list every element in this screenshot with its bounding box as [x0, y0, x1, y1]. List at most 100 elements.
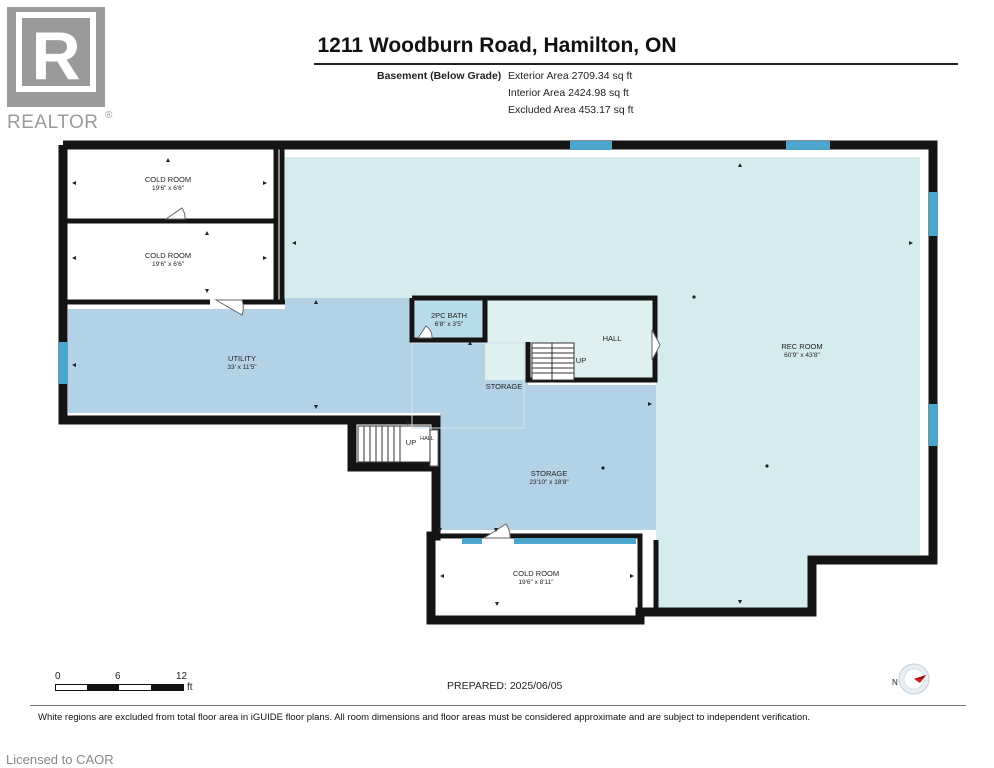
cold-room-2-label: COLD ROOM 19'6" x 6'6" — [128, 251, 208, 268]
room-name: HALL — [602, 334, 622, 343]
hall-small-label: HALL — [420, 436, 434, 442]
rec-room-area — [285, 157, 920, 608]
door-swing — [164, 207, 186, 220]
rec-room-label: REC ROOM 60'9" x 43'8" — [762, 342, 842, 359]
window — [462, 538, 482, 544]
storage-small-outline — [411, 342, 525, 429]
room-name: COLD ROOM — [144, 251, 192, 260]
window — [514, 538, 636, 544]
windows — [59, 141, 938, 544]
dimension-marker — [205, 289, 209, 293]
storage-main-label: STORAGE 23'10" x 18'8" — [509, 469, 589, 486]
dimension-point — [765, 464, 769, 468]
stairs-up-text: UP — [405, 438, 417, 447]
dimension-marker — [407, 421, 411, 425]
dimension-marker — [72, 256, 76, 260]
dimension-point — [601, 466, 605, 470]
stairs-2 — [357, 425, 431, 463]
dimension-marker — [263, 181, 267, 185]
door-swing — [417, 325, 433, 339]
dimension-marker — [440, 574, 444, 578]
room-name: REC ROOM — [781, 342, 823, 351]
cold-room-1-label: COLD ROOM 19'6" x 6'6" — [128, 175, 208, 192]
dimension-markers — [72, 158, 913, 606]
dimension-marker — [495, 602, 499, 606]
utility-label: UTILITY 33' x 11'5" — [202, 354, 282, 371]
dimension-marker — [909, 241, 913, 245]
logo-letter: R — [31, 18, 80, 94]
room-name: COLD ROOM — [512, 569, 560, 578]
dimension-marker — [630, 574, 634, 578]
dimension-marker — [438, 528, 442, 532]
prepared-date: PREPARED: 2025/06/05 — [447, 680, 563, 692]
room-dims: 60'9" x 43'8" — [784, 351, 820, 359]
compass-icon: N — [892, 663, 930, 695]
room-name: COLD ROOM — [144, 175, 192, 184]
dimension-marker — [468, 341, 472, 345]
window — [929, 404, 938, 446]
disclaimer-note: White regions are excluded from total fl… — [38, 712, 811, 723]
dimension-marker — [314, 300, 318, 304]
door-swing — [651, 329, 661, 361]
compass-north-label: N — [892, 678, 898, 687]
realtor-logo-mark: R REALTOR ® — [7, 7, 113, 133]
storage-small-label: STORAGE — [478, 382, 530, 392]
floor-plan — [58, 140, 938, 625]
cold-room-2-area — [68, 227, 271, 297]
dimension-marker — [263, 256, 267, 260]
door-swing — [214, 299, 244, 316]
license-text: Licensed to CAOR — [6, 752, 114, 767]
realtor-logo: R REALTOR ® — [6, 6, 116, 133]
room-name: UTILITY — [228, 354, 256, 363]
stairs-up-text: UP — [575, 356, 587, 365]
window — [570, 141, 612, 150]
stairs-up-label-2: UP — [403, 438, 419, 448]
stairs-1 — [531, 342, 575, 381]
room-dims: 6'8" x 3'5" — [434, 320, 464, 328]
window — [929, 192, 938, 236]
dimension-point — [692, 295, 696, 299]
compass: N — [890, 662, 938, 698]
window — [786, 141, 830, 150]
door-swing — [482, 523, 511, 539]
room-name: STORAGE — [485, 382, 523, 391]
page-title: 1211 Woodburn Road, Hamilton, ON — [317, 34, 677, 57]
dimension-marker — [205, 231, 209, 235]
hall-label: HALL — [590, 334, 634, 344]
dimension-marker — [738, 163, 742, 167]
title-divider — [314, 63, 958, 65]
scale-unit: ft — [187, 682, 193, 693]
cold-room-3-area — [436, 545, 638, 612]
level-label: Basement (Below Grade) — [377, 70, 502, 82]
scale-bar — [55, 684, 184, 691]
dimension-marker — [292, 241, 296, 245]
scale-tick-6: 6 — [115, 671, 121, 682]
interior-area: Interior Area 2424.98 sq ft — [508, 87, 629, 99]
dimension-marker — [72, 181, 76, 185]
cold-room-1-area — [68, 152, 271, 217]
stairs-up-label: UP — [573, 356, 589, 366]
room-name: STORAGE — [530, 469, 568, 478]
logo-brand-text: REALTOR — [7, 112, 99, 130]
window — [59, 342, 68, 384]
exterior-area: Exterior Area 2709.34 sq ft — [508, 70, 633, 82]
room-dims: 19'6" x 8'11" — [518, 578, 554, 586]
logo-registered-mark: ® — [105, 110, 113, 121]
room-dims: 19'6" x 6'6" — [151, 260, 185, 268]
scale-tick-12: 12 — [176, 671, 188, 682]
footer-divider — [30, 705, 966, 706]
dimension-marker — [738, 600, 742, 604]
room-dims: 19'6" x 6'6" — [151, 184, 185, 192]
dimension-marker — [648, 402, 652, 406]
room-dims: 33' x 11'5" — [227, 363, 257, 371]
room-name: 2PC BATH — [430, 311, 468, 320]
dimension-marker — [494, 528, 498, 532]
dimension-marker — [314, 405, 318, 409]
doors — [164, 207, 661, 539]
scale-tick-0: 0 — [55, 671, 61, 682]
cold-room-3-label: COLD ROOM 19'6" x 8'11" — [496, 569, 576, 586]
storage-area — [440, 385, 656, 530]
excluded-area: Excluded Area 453.17 sq ft — [508, 104, 634, 116]
dimension-marker — [72, 363, 76, 367]
bath-label: 2PC BATH 6'8" x 3'5" — [414, 311, 484, 328]
